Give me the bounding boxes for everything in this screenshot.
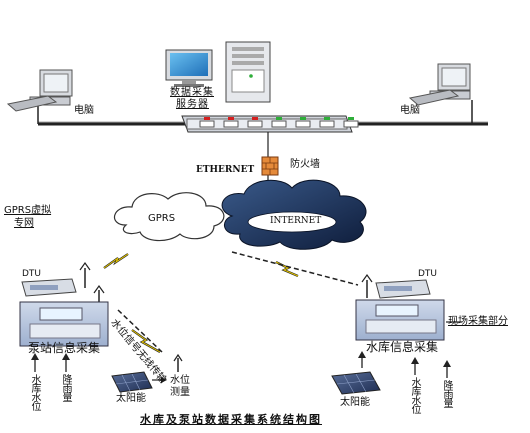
left-rainfall-label: 降雨量 — [60, 374, 71, 401]
wireless-link — [117, 309, 163, 353]
gprs-vpn-label-line1: GPRS虚拟 — [4, 205, 52, 216]
wireless-signal-icon — [131, 329, 161, 353]
sensor-arrow — [443, 360, 451, 378]
network-switch-icon — [181, 115, 359, 133]
firewall-icon — [261, 156, 279, 176]
firewall-label: 防火墙 — [290, 159, 320, 170]
sensor-arrow — [62, 353, 70, 372]
left-solar-label: 太阳能 — [116, 393, 146, 404]
switch-port — [319, 120, 335, 128]
wireless-link — [231, 251, 359, 286]
gprs-vpn-label-line2: 专网 — [14, 218, 34, 229]
wireless-signal-icon — [103, 253, 129, 269]
pc-right-label: 电脑 — [400, 105, 420, 116]
arrow-icon — [161, 377, 167, 383]
solar-panel-icon — [111, 371, 153, 393]
monitor-icon — [165, 49, 213, 87]
switch-port — [247, 120, 263, 128]
internet-label: INTERNET — [270, 216, 322, 226]
switch-port — [295, 120, 311, 128]
diagram-title: 水库及泵站数据采集系统结构图 — [140, 413, 322, 426]
switch-port — [271, 120, 287, 128]
pc-left-label: 电脑 — [74, 105, 94, 116]
antenna-icon — [79, 261, 91, 288]
switch-port-led — [300, 117, 306, 120]
cloud-icon — [114, 192, 225, 242]
monitor-icon — [408, 63, 471, 106]
server-tower-icon — [225, 41, 271, 103]
dtu-right-label: DTU — [418, 269, 438, 279]
field-collect-label: 现场采集部分 — [448, 316, 508, 327]
antenna-icon — [361, 273, 373, 298]
switch-port-led — [252, 117, 258, 120]
dtu-device — [21, 278, 77, 297]
sensor-arrow — [411, 357, 419, 375]
antenna-icon — [93, 284, 105, 304]
switch-port — [223, 120, 239, 128]
ethernet-label: ETHERNET — [196, 165, 255, 175]
reservoir-control-panel — [355, 299, 445, 341]
solar-panel-icon — [331, 371, 381, 395]
dtu-device — [375, 279, 431, 299]
cloud-icon — [221, 179, 367, 250]
switch-port-led — [228, 117, 234, 120]
sensor-arrow — [31, 353, 39, 372]
pump-station-control-panel — [19, 301, 109, 347]
monitor-icon — [6, 69, 73, 112]
right-solar-label: 太阳能 — [340, 397, 370, 408]
water-level-measure-label: 水位测量 — [170, 375, 190, 398]
switch-port — [343, 120, 359, 128]
server-label-line2: 服务器 — [176, 99, 209, 110]
switch-port-led — [204, 117, 210, 120]
switch-port-led — [324, 117, 330, 120]
sensor-arrow — [358, 351, 366, 368]
pump-station-collect-label: 泵站信息采集 — [28, 341, 101, 355]
server-label-line1: 数据采集 — [170, 87, 214, 98]
dtu-left-label: DTU — [22, 269, 42, 279]
switch-port-led — [348, 117, 354, 120]
left-reservoir-level-label: 水库水位 — [29, 374, 40, 410]
gprs-label: GPRS — [148, 213, 176, 224]
switch-port — [199, 120, 215, 128]
reservoir-collect-label: 水库信息采集 — [366, 340, 439, 354]
switch-port-led — [276, 117, 282, 120]
right-reservoir-level-label: 水库水位 — [409, 377, 420, 413]
right-rainfall-label: 降雨量 — [441, 380, 452, 407]
antenna-icon — [173, 353, 183, 372]
